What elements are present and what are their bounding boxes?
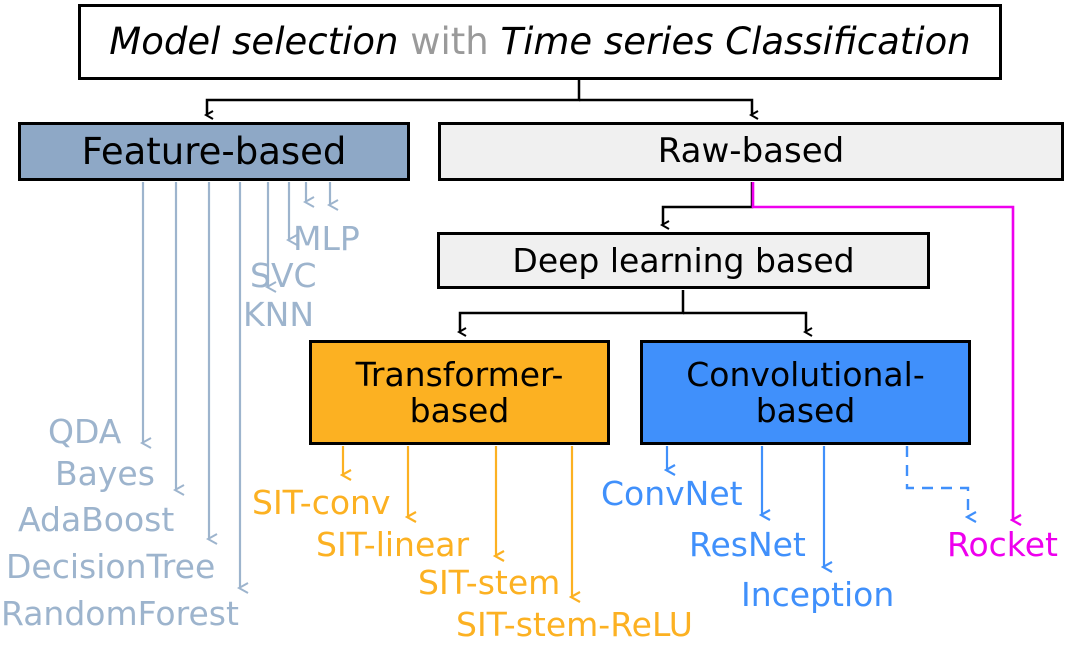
edge-deep-split — [460, 290, 806, 332]
title-part-2: with — [398, 20, 501, 64]
leaf-feature-knn[interactable]: KNN — [243, 295, 315, 334]
node-convolutional-label: Convolutional-based — [686, 354, 925, 430]
leaf-transformer-sit-stem[interactable]: SIT-stem — [418, 563, 561, 602]
leaf-feature-adaboost[interactable]: AdaBoost — [18, 500, 175, 539]
leaf-feature-qda[interactable]: QDA — [48, 412, 122, 451]
title-part-1: Model selection — [109, 20, 399, 64]
edge-raw-to-deep — [663, 182, 754, 225]
leaf-convolutional-resnet[interactable]: ResNet — [689, 525, 806, 564]
leaf-feature-decisiontree[interactable]: DecisionTree — [6, 547, 216, 586]
leaf-convolutional-inception[interactable]: Inception — [741, 575, 895, 614]
node-feature-based[interactable]: Feature-based — [18, 122, 410, 181]
leaf-feature-bayes[interactable]: Bayes — [55, 454, 155, 493]
node-title: Model selection with Time series Classif… — [78, 4, 1002, 80]
leaf-transformer-sit-conv[interactable]: SIT-conv — [252, 483, 391, 522]
leaf-transformer-sit-stem-relu[interactable]: SIT-stem-ReLU — [456, 605, 693, 644]
leaf-feature-svc[interactable]: SVC — [250, 256, 317, 295]
node-transformer-based[interactable]: Transformer-based — [309, 340, 610, 445]
node-raw-based[interactable]: Raw-based — [438, 122, 1064, 181]
title-part-3: Time series Classification — [500, 20, 971, 64]
node-convolutional-based[interactable]: Convolutional-based — [640, 340, 971, 445]
node-transformer-label: Transformer-based — [355, 354, 564, 430]
leaf-transformer-sit-linear[interactable]: SIT-linear — [316, 525, 470, 564]
leaf-convolutional-convnet[interactable]: ConvNet — [601, 474, 743, 513]
node-deep-learning-based[interactable]: Deep learning based — [437, 232, 930, 289]
edge-title-split — [207, 80, 752, 115]
leaf-feature-mlp[interactable]: MLP — [293, 219, 360, 258]
leaf-feature-randomforest[interactable]: RandomForest — [1, 594, 239, 633]
leaf-other-rocket[interactable]: Rocket — [947, 525, 1058, 564]
